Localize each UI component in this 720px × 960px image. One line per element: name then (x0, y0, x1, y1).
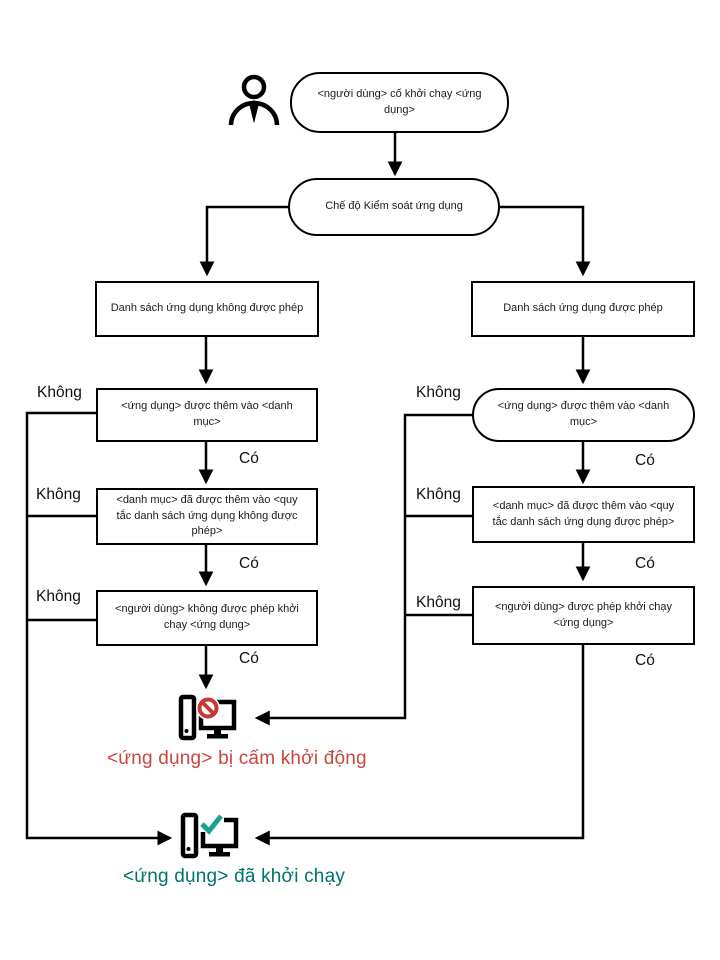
start-node: <người dùng> cố khởi chạy <ứng dụng> (290, 72, 509, 133)
no-label-deny-1: Không (37, 384, 82, 401)
allowlist-node: Danh sách ứng dụng được phép (471, 281, 695, 337)
yes-label-allow-2: Có (635, 555, 655, 572)
deny-user-verdict-label: <người dùng> không được phép khởi chạy <… (115, 603, 299, 631)
allow-user-verdict-node: <người dùng> được phép khởi chạy <ứng dụ… (472, 586, 695, 645)
no-label-deny-3: Không (36, 588, 81, 605)
user-actor-icon (227, 74, 285, 126)
deny-category-added-node: <danh mục> đã được thêm vào <quy tắc dan… (96, 488, 318, 545)
no-label-allow-1: Không (416, 384, 461, 401)
no-label-allow-2: Không (416, 486, 461, 503)
denylist-label: Danh sách ứng dụng không được phép (110, 302, 304, 315)
denylist-node: Danh sách ứng dụng không được phép (95, 281, 319, 337)
running-result-text: <ứng dụng> đã khởi chạy (123, 866, 346, 887)
allowlist-label: Danh sách ứng dụng được phép (503, 302, 663, 315)
yes-label-allow-3: Có (635, 652, 655, 669)
yes-label-deny-2: Có (239, 555, 259, 572)
yes-label-deny-1: Có (239, 450, 259, 467)
running-computer-icon (180, 812, 240, 866)
no-label-deny-2: Không (36, 486, 81, 503)
no-label-allow-3: Không (416, 594, 461, 611)
yes-label-deny-3: Có (239, 650, 259, 667)
blocked-computer-icon (178, 694, 238, 748)
deny-app-added-label: <ứng dụng> được thêm vào <danh mục> (121, 400, 293, 428)
deny-category-added-label: <danh mục> đã được thêm vào <quy tắc dan… (116, 493, 298, 538)
start-node-label: <người dùng> cố khởi chạy <ứng dụng> (317, 87, 482, 116)
allow-app-added-node: <ứng dụng> được thêm vào <danh mục> (472, 388, 695, 442)
control-mode-label: Chế độ Kiểm soát ứng dụng (325, 200, 463, 213)
allow-category-added-label: <danh mục> đã được thêm vào <quy tắc dan… (492, 499, 675, 528)
blocked-result-text: <ứng dụng> bị cấm khởi động (107, 748, 367, 769)
allow-app-added-label: <ứng dụng> được thêm vào <danh mục> (497, 400, 670, 428)
deny-app-added-node: <ứng dụng> được thêm vào <danh mục> (96, 388, 318, 442)
allow-category-added-node: <danh mục> đã được thêm vào <quy tắc dan… (472, 486, 695, 543)
control-mode-node: Chế độ Kiểm soát ứng dụng (288, 178, 500, 236)
allow-user-verdict-label: <người dùng> được phép khởi chạy <ứng dụ… (494, 600, 673, 629)
yes-label-allow-1: Có (635, 452, 655, 469)
deny-user-verdict-node: <người dùng> không được phép khởi chạy <… (96, 590, 318, 646)
